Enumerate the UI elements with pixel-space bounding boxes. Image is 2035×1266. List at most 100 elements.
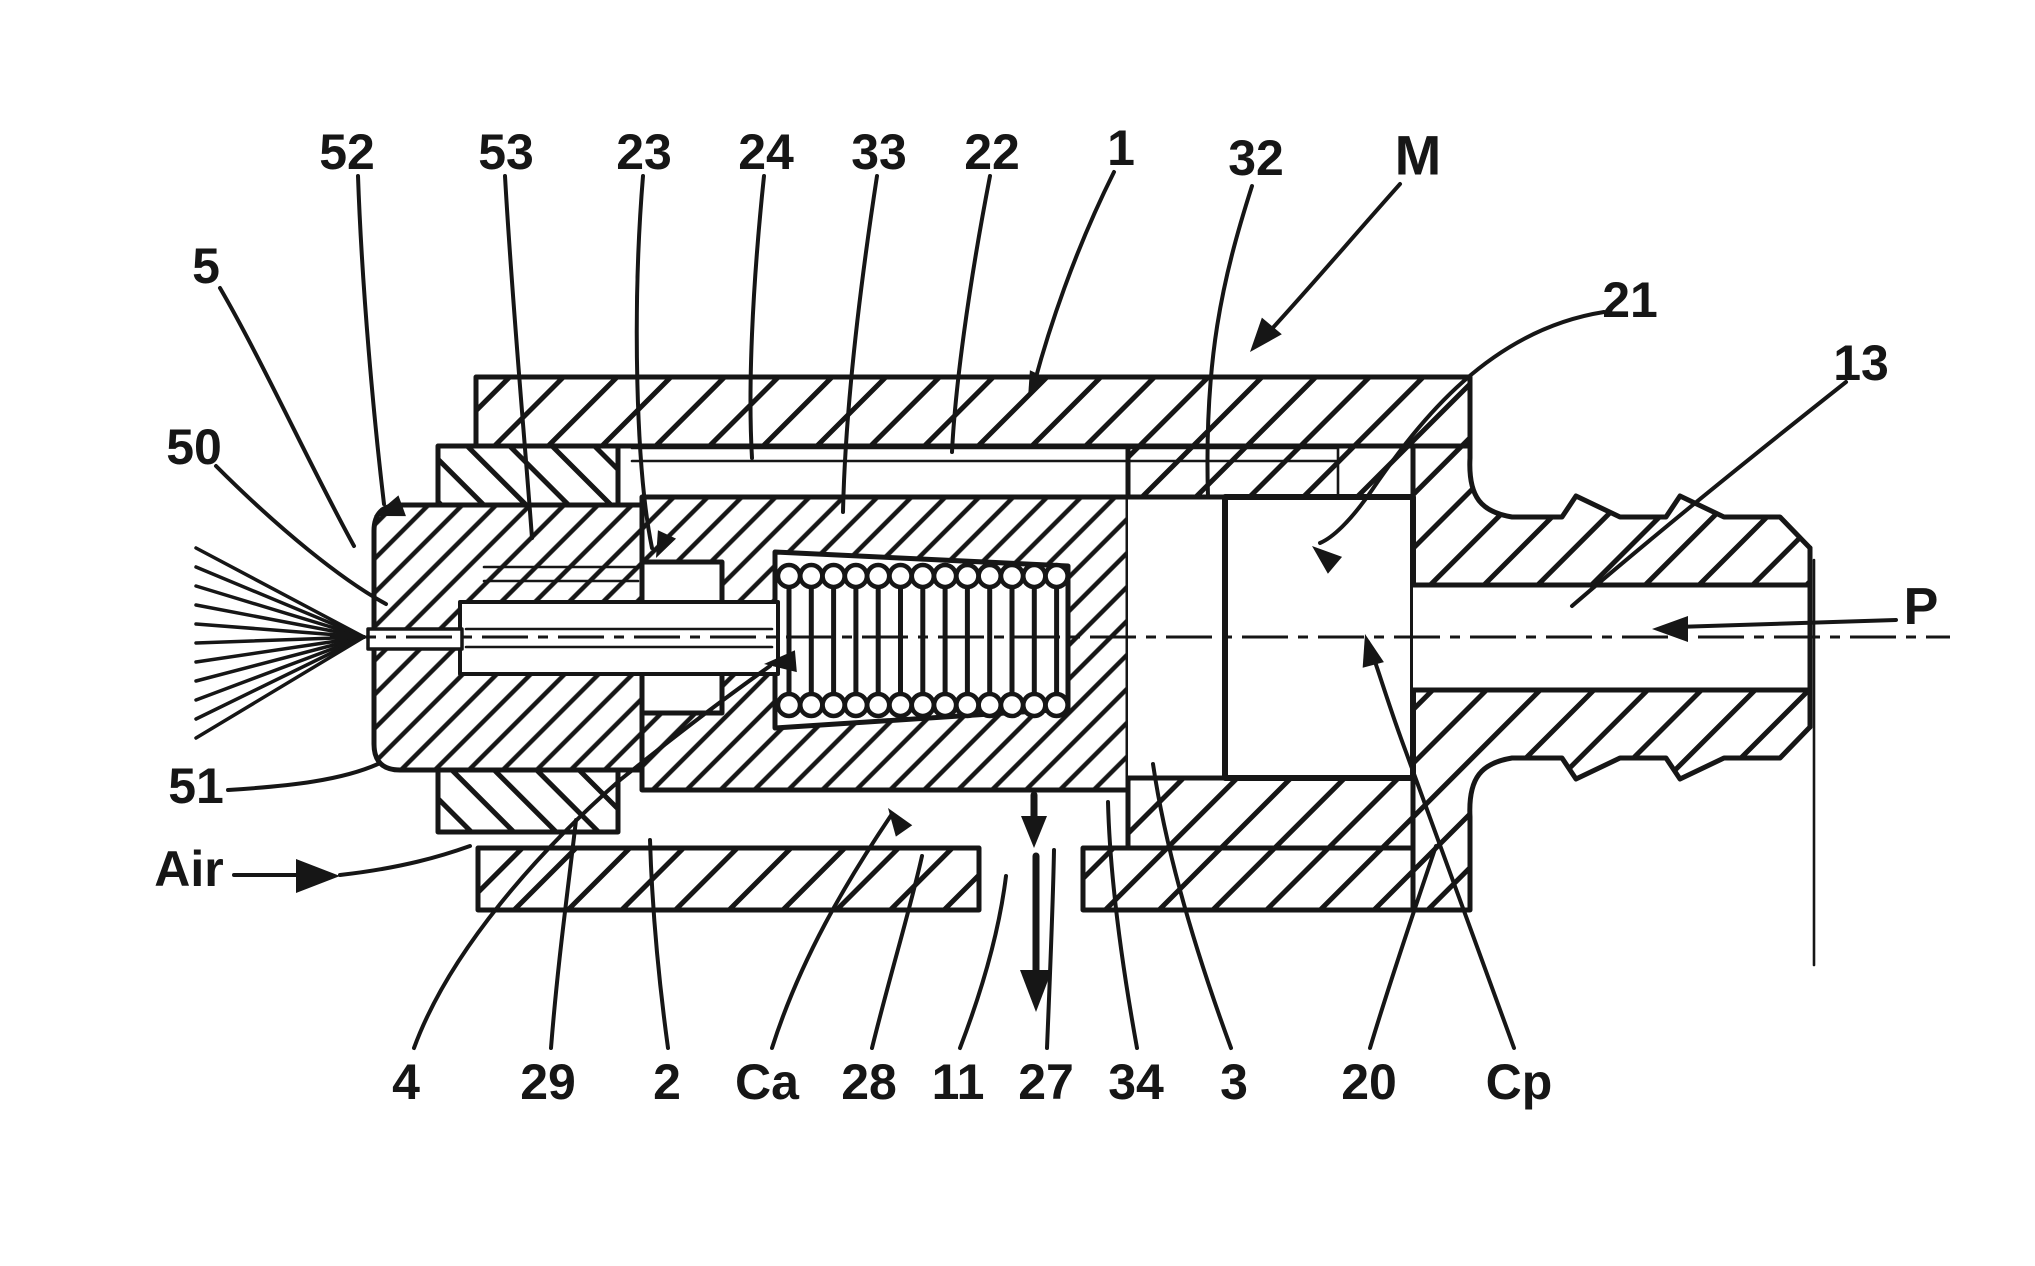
spring-wire-section xyxy=(798,562,825,590)
spring-wire-section xyxy=(976,562,1003,590)
arrow-Cp xyxy=(1362,634,1384,668)
spray-ray xyxy=(194,584,366,639)
leader-Air2 xyxy=(338,844,472,877)
valve-stem xyxy=(464,627,774,649)
leader-52 xyxy=(356,174,386,506)
arrow-23 xyxy=(656,530,677,558)
ref-label-50: 50 xyxy=(166,419,222,475)
ref-label-21: 21 xyxy=(1602,272,1658,328)
ref-label-Air: Air xyxy=(154,841,223,897)
spring-wire-section xyxy=(820,691,847,719)
bottom-casing-right xyxy=(1080,845,1416,913)
spray-ray xyxy=(194,603,366,639)
ref-label-1: 1 xyxy=(1107,120,1135,176)
arrow-P xyxy=(1652,616,1688,642)
leader-24 xyxy=(748,174,766,460)
ref-label-34: 34 xyxy=(1108,1054,1164,1110)
leader-1 xyxy=(1030,170,1116,394)
spring-wire-section xyxy=(976,691,1003,719)
leader-11 xyxy=(958,874,1008,1050)
ref-label-13: 13 xyxy=(1833,335,1889,391)
leader-27 xyxy=(1045,848,1056,1050)
coil-spring xyxy=(775,562,1070,719)
arrow-21 xyxy=(1312,546,1343,574)
spray-orifice xyxy=(366,627,464,651)
spring-wire-section xyxy=(775,691,803,719)
leader-51 xyxy=(226,762,380,792)
spray-ray xyxy=(194,635,366,683)
arrow-flow-lower xyxy=(1020,970,1052,1012)
lower-seal-band xyxy=(1125,775,1416,851)
leader-4 xyxy=(412,664,772,1050)
ref-label-5: 5 xyxy=(192,238,220,294)
ref-label-23: 23 xyxy=(616,124,672,180)
ref-label-M: M xyxy=(1395,124,1442,187)
spring-wire-section xyxy=(775,562,803,590)
spring-wire-section xyxy=(864,691,892,719)
ref-label-Ca: Ca xyxy=(735,1054,800,1110)
spring-wire-section xyxy=(842,691,870,719)
barb-connector-lower-wall xyxy=(1410,687,1813,913)
arrow-flow-upper xyxy=(1021,816,1047,848)
leader-29 xyxy=(549,818,578,1050)
leader-Ca xyxy=(770,812,894,1050)
ref-label-4: 4 xyxy=(392,1054,420,1110)
ref-label-24: 24 xyxy=(738,124,794,180)
leader-5 xyxy=(218,286,356,548)
leader-23 xyxy=(634,174,654,550)
leader-13 xyxy=(1570,380,1848,608)
ref-label-22: 22 xyxy=(964,124,1020,180)
ref-label-27: 27 xyxy=(1018,1054,1074,1110)
spring-wire-section xyxy=(931,691,959,719)
leader-P xyxy=(1674,618,1898,629)
arrow-1 xyxy=(1028,370,1049,398)
leader-2 xyxy=(648,838,670,1050)
spring-wire-section xyxy=(1043,562,1070,590)
connector-bore-walls xyxy=(1410,582,1813,693)
spring-wire-section xyxy=(1021,562,1048,590)
ref-label-51: 51 xyxy=(168,758,224,814)
spring-wire-section xyxy=(909,562,937,590)
ref-label-P: P xyxy=(1904,578,1939,636)
leader-20 xyxy=(1368,844,1438,1050)
spring-wire-section xyxy=(954,562,981,590)
barb-connector-upper-wall xyxy=(1410,443,1813,588)
ref-label-11: 11 xyxy=(932,1054,985,1110)
spring-wire-section xyxy=(842,562,870,590)
leader-22 xyxy=(950,174,992,454)
spray-ray xyxy=(194,635,366,645)
spring-wire-section xyxy=(998,562,1026,590)
arrow-4 xyxy=(764,650,797,673)
spring-wire-section xyxy=(887,562,914,590)
arrowheads xyxy=(296,317,1688,1012)
spring-wire-section xyxy=(954,691,981,719)
sleeve-53 xyxy=(482,565,640,583)
leader-33 xyxy=(841,174,879,514)
spray-ray xyxy=(194,565,366,639)
ref-label-20: 20 xyxy=(1341,1054,1397,1110)
leader-lines xyxy=(214,170,1898,1050)
arrow-Air xyxy=(296,859,340,893)
leader-34 xyxy=(1106,800,1139,1050)
spring-wire-section xyxy=(998,691,1026,719)
leader-3 xyxy=(1151,762,1233,1050)
leader-Cp xyxy=(1366,640,1516,1050)
leader-50 xyxy=(214,464,388,606)
top-casing xyxy=(473,374,1473,449)
ref-label-3: 3 xyxy=(1220,1054,1248,1110)
spray-ray xyxy=(194,635,366,664)
spring-wire-section xyxy=(909,691,937,719)
ref-label-53: 53 xyxy=(478,124,534,180)
ref-label-33: 33 xyxy=(851,124,907,180)
leader-32 xyxy=(1205,184,1254,499)
spray-fan xyxy=(194,546,366,740)
bottom-casing-left xyxy=(475,845,982,913)
leader-21 xyxy=(1318,310,1606,545)
spring-wire-section xyxy=(820,562,847,590)
ref-label-29: 29 xyxy=(520,1054,576,1110)
spring-wire-section xyxy=(798,691,825,719)
ref-label-28: 28 xyxy=(841,1054,897,1110)
